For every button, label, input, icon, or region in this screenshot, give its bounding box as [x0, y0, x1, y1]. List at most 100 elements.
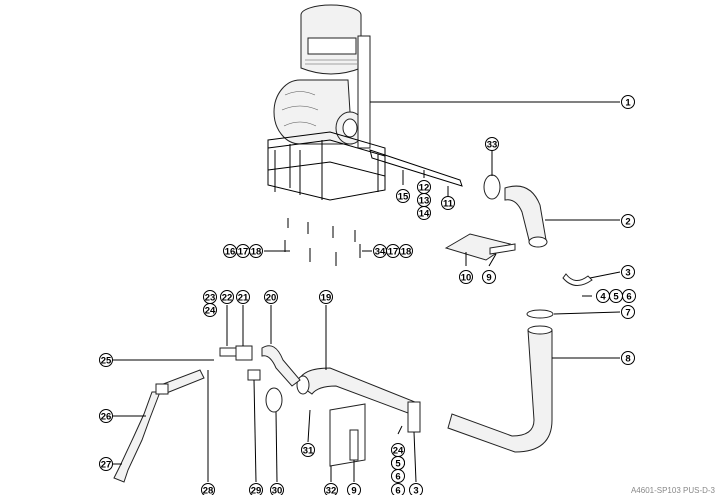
callout-number: 10 [461, 272, 472, 283]
callout-number: 5 [395, 458, 401, 469]
callout-33: 33 [485, 137, 499, 151]
callout-15: 15 [396, 189, 410, 203]
callout-17: 17 [386, 244, 400, 258]
callout-circle [201, 483, 215, 495]
callout-circle [482, 270, 496, 284]
callout-6: 6 [391, 469, 405, 483]
callout-number: 4 [600, 291, 606, 302]
callout-circle [441, 196, 455, 210]
callout-circle [417, 206, 431, 220]
callout-16: 16 [223, 244, 237, 258]
callout-number: 3 [625, 267, 630, 278]
callout-number: 28 [203, 485, 214, 495]
callout-circle [391, 443, 405, 457]
callout-8: 8 [621, 351, 635, 365]
callout-circle [621, 351, 635, 365]
callout-17: 17 [236, 244, 250, 258]
callout-circle [220, 290, 234, 304]
callout-9: 9 [482, 270, 496, 284]
callout-number: 33 [487, 139, 498, 150]
callout-number: 16 [225, 246, 236, 257]
callout-circle [621, 214, 635, 228]
callout-14: 14 [417, 206, 431, 220]
callout-5: 5 [609, 289, 623, 303]
callout-number: 20 [266, 292, 277, 303]
callout-number: 24 [393, 445, 404, 456]
lower-assembly [113, 345, 421, 483]
callout-circle [249, 483, 263, 495]
callout-number: 7 [625, 307, 630, 318]
callout-number: 9 [351, 485, 356, 495]
callout-number: 31 [303, 445, 314, 456]
callout-number: 13 [419, 195, 430, 206]
callout-circle [396, 189, 410, 203]
callout-number: 22 [222, 292, 233, 303]
callout-6: 6 [391, 483, 405, 495]
callout-circle [459, 270, 473, 284]
callout-circle [622, 289, 636, 303]
callout-number: 1 [625, 97, 631, 108]
callout-circle [621, 305, 635, 319]
callout-circle [391, 469, 405, 483]
callout-number: 12 [419, 182, 430, 193]
callout-circle [301, 443, 315, 457]
callout-18: 18 [249, 244, 263, 258]
callout-4: 4 [596, 289, 610, 303]
callout-circle [621, 95, 635, 109]
callout-number: 19 [321, 292, 332, 303]
callout-number: 5 [613, 291, 619, 302]
callout-labels: 1233456456678991011121314151617181718192… [99, 95, 636, 495]
callout-24: 24 [391, 443, 405, 457]
callout-number: 3 [413, 485, 418, 495]
callout-10: 10 [459, 270, 473, 284]
leader-lines [112, 101, 621, 483]
callout-number: 11 [443, 198, 454, 209]
callout-number: 9 [486, 272, 491, 283]
callout-24: 24 [203, 303, 217, 317]
callout-circle [409, 483, 423, 495]
callout-32: 32 [324, 483, 338, 495]
callout-circle [319, 290, 333, 304]
callout-number: 8 [625, 353, 630, 364]
callout-6: 6 [622, 289, 636, 303]
callout-12: 12 [417, 180, 431, 194]
callout-circle [324, 483, 338, 495]
callout-2: 2 [621, 214, 635, 228]
callout-circle [236, 290, 250, 304]
callout-circle [203, 303, 217, 317]
callout-25: 25 [99, 353, 113, 367]
callout-7: 7 [621, 305, 635, 319]
callout-number: 6 [626, 291, 631, 302]
callout-circle [249, 244, 263, 258]
callout-29: 29 [249, 483, 263, 495]
callout-5: 5 [391, 456, 405, 470]
callout-number: 29 [251, 485, 262, 495]
callout-circle [347, 483, 361, 495]
callout-number: 34 [375, 246, 386, 257]
callout-30: 30 [270, 483, 284, 495]
callout-number: 18 [401, 246, 412, 257]
callout-9: 9 [347, 483, 361, 495]
callout-number: 15 [398, 191, 409, 202]
callout-number: 30 [272, 485, 283, 495]
callout-number: 23 [205, 292, 216, 303]
callout-number: 32 [326, 485, 337, 495]
exhaust-piping [444, 174, 593, 453]
callout-27: 27 [99, 457, 113, 471]
callout-31: 31 [301, 443, 315, 457]
callout-circle [270, 483, 284, 495]
callout-11: 11 [441, 196, 455, 210]
callout-number: 6 [395, 485, 400, 495]
motor-assembly [267, 4, 463, 266]
callout-21: 21 [236, 290, 250, 304]
callout-number: 25 [101, 355, 112, 366]
callout-number: 27 [101, 459, 112, 470]
callout-3: 3 [621, 265, 635, 279]
callout-number: 17 [388, 246, 399, 257]
callout-13: 13 [417, 193, 431, 207]
callout-number: 26 [101, 411, 112, 422]
callout-circle [485, 137, 499, 151]
callout-3: 3 [409, 483, 423, 495]
callout-circle [264, 290, 278, 304]
